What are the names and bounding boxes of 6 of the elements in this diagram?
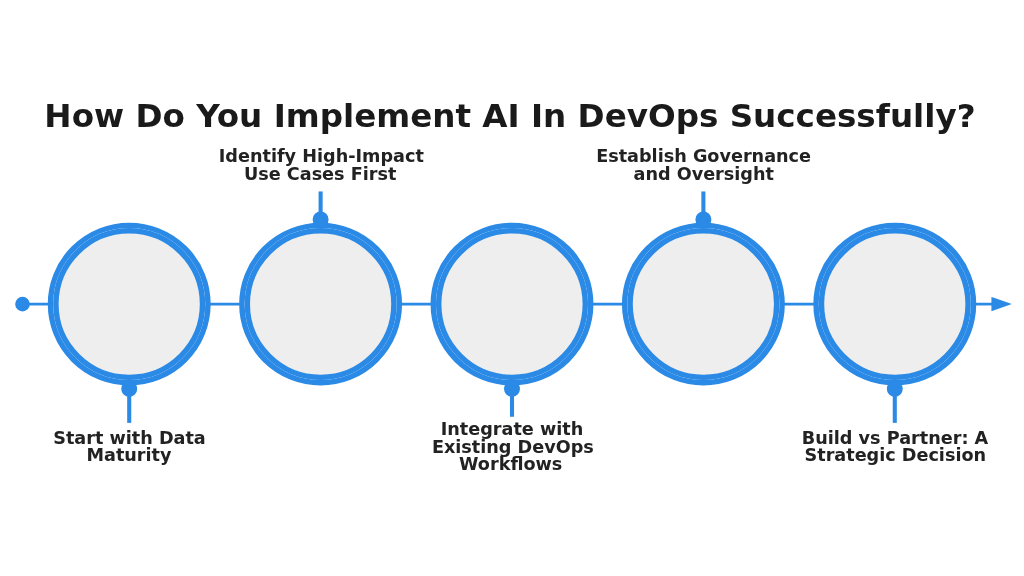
diagram-title: How Do You Implement AI In DevOps Successfully? bbox=[44, 96, 976, 135]
node-text: Integrate with Existing DevOps Workflows bbox=[431, 418, 594, 474]
node-text: Identify High-Impact Use Cases First bbox=[218, 145, 424, 184]
node-text: Establish Governance and Oversight bbox=[596, 145, 811, 184]
node-text: Build vs Partner: A Strategic Decision bbox=[801, 427, 989, 465]
node-text: Start with Data Maturity bbox=[53, 427, 206, 465]
